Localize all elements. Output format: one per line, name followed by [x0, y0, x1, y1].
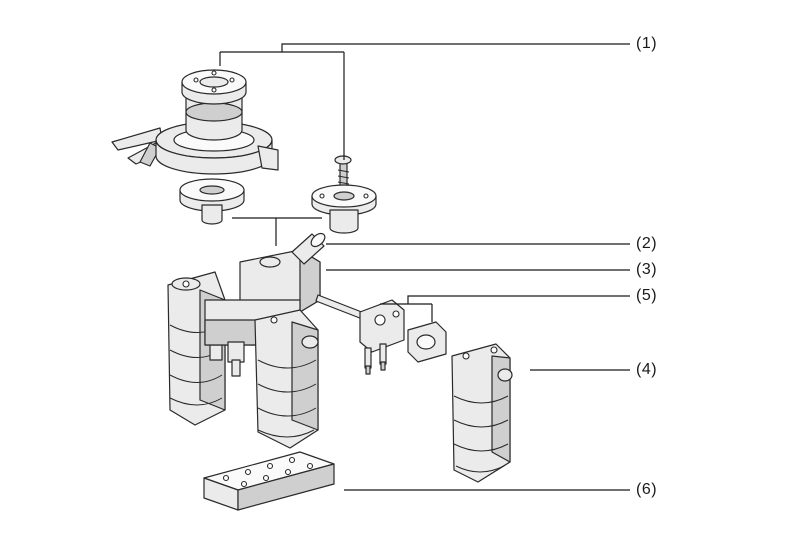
callout-label-2: (2)	[636, 235, 658, 252]
callout-label-5: (5)	[636, 287, 658, 304]
clamp-flange-assembly	[111, 69, 279, 175]
callout-label-1: (1)	[636, 35, 658, 52]
right-gripper	[451, 343, 513, 483]
callout-label-4: (4)	[636, 361, 658, 378]
leader-line-1b	[232, 217, 322, 246]
leader-line-5	[380, 295, 630, 322]
lower-flange-left	[179, 178, 245, 225]
seal-ring	[407, 321, 447, 363]
base-plate	[203, 451, 335, 511]
leader-line-1	[219, 43, 630, 160]
leader-lines	[219, 43, 630, 491]
front-gripper	[254, 309, 319, 449]
central-manifold	[239, 232, 373, 323]
connector-block	[359, 299, 405, 375]
callout-label-6: (6)	[636, 481, 658, 498]
left-gripper	[167, 271, 226, 426]
screw-flange	[311, 155, 377, 234]
callout-label-3: (3)	[636, 261, 658, 278]
